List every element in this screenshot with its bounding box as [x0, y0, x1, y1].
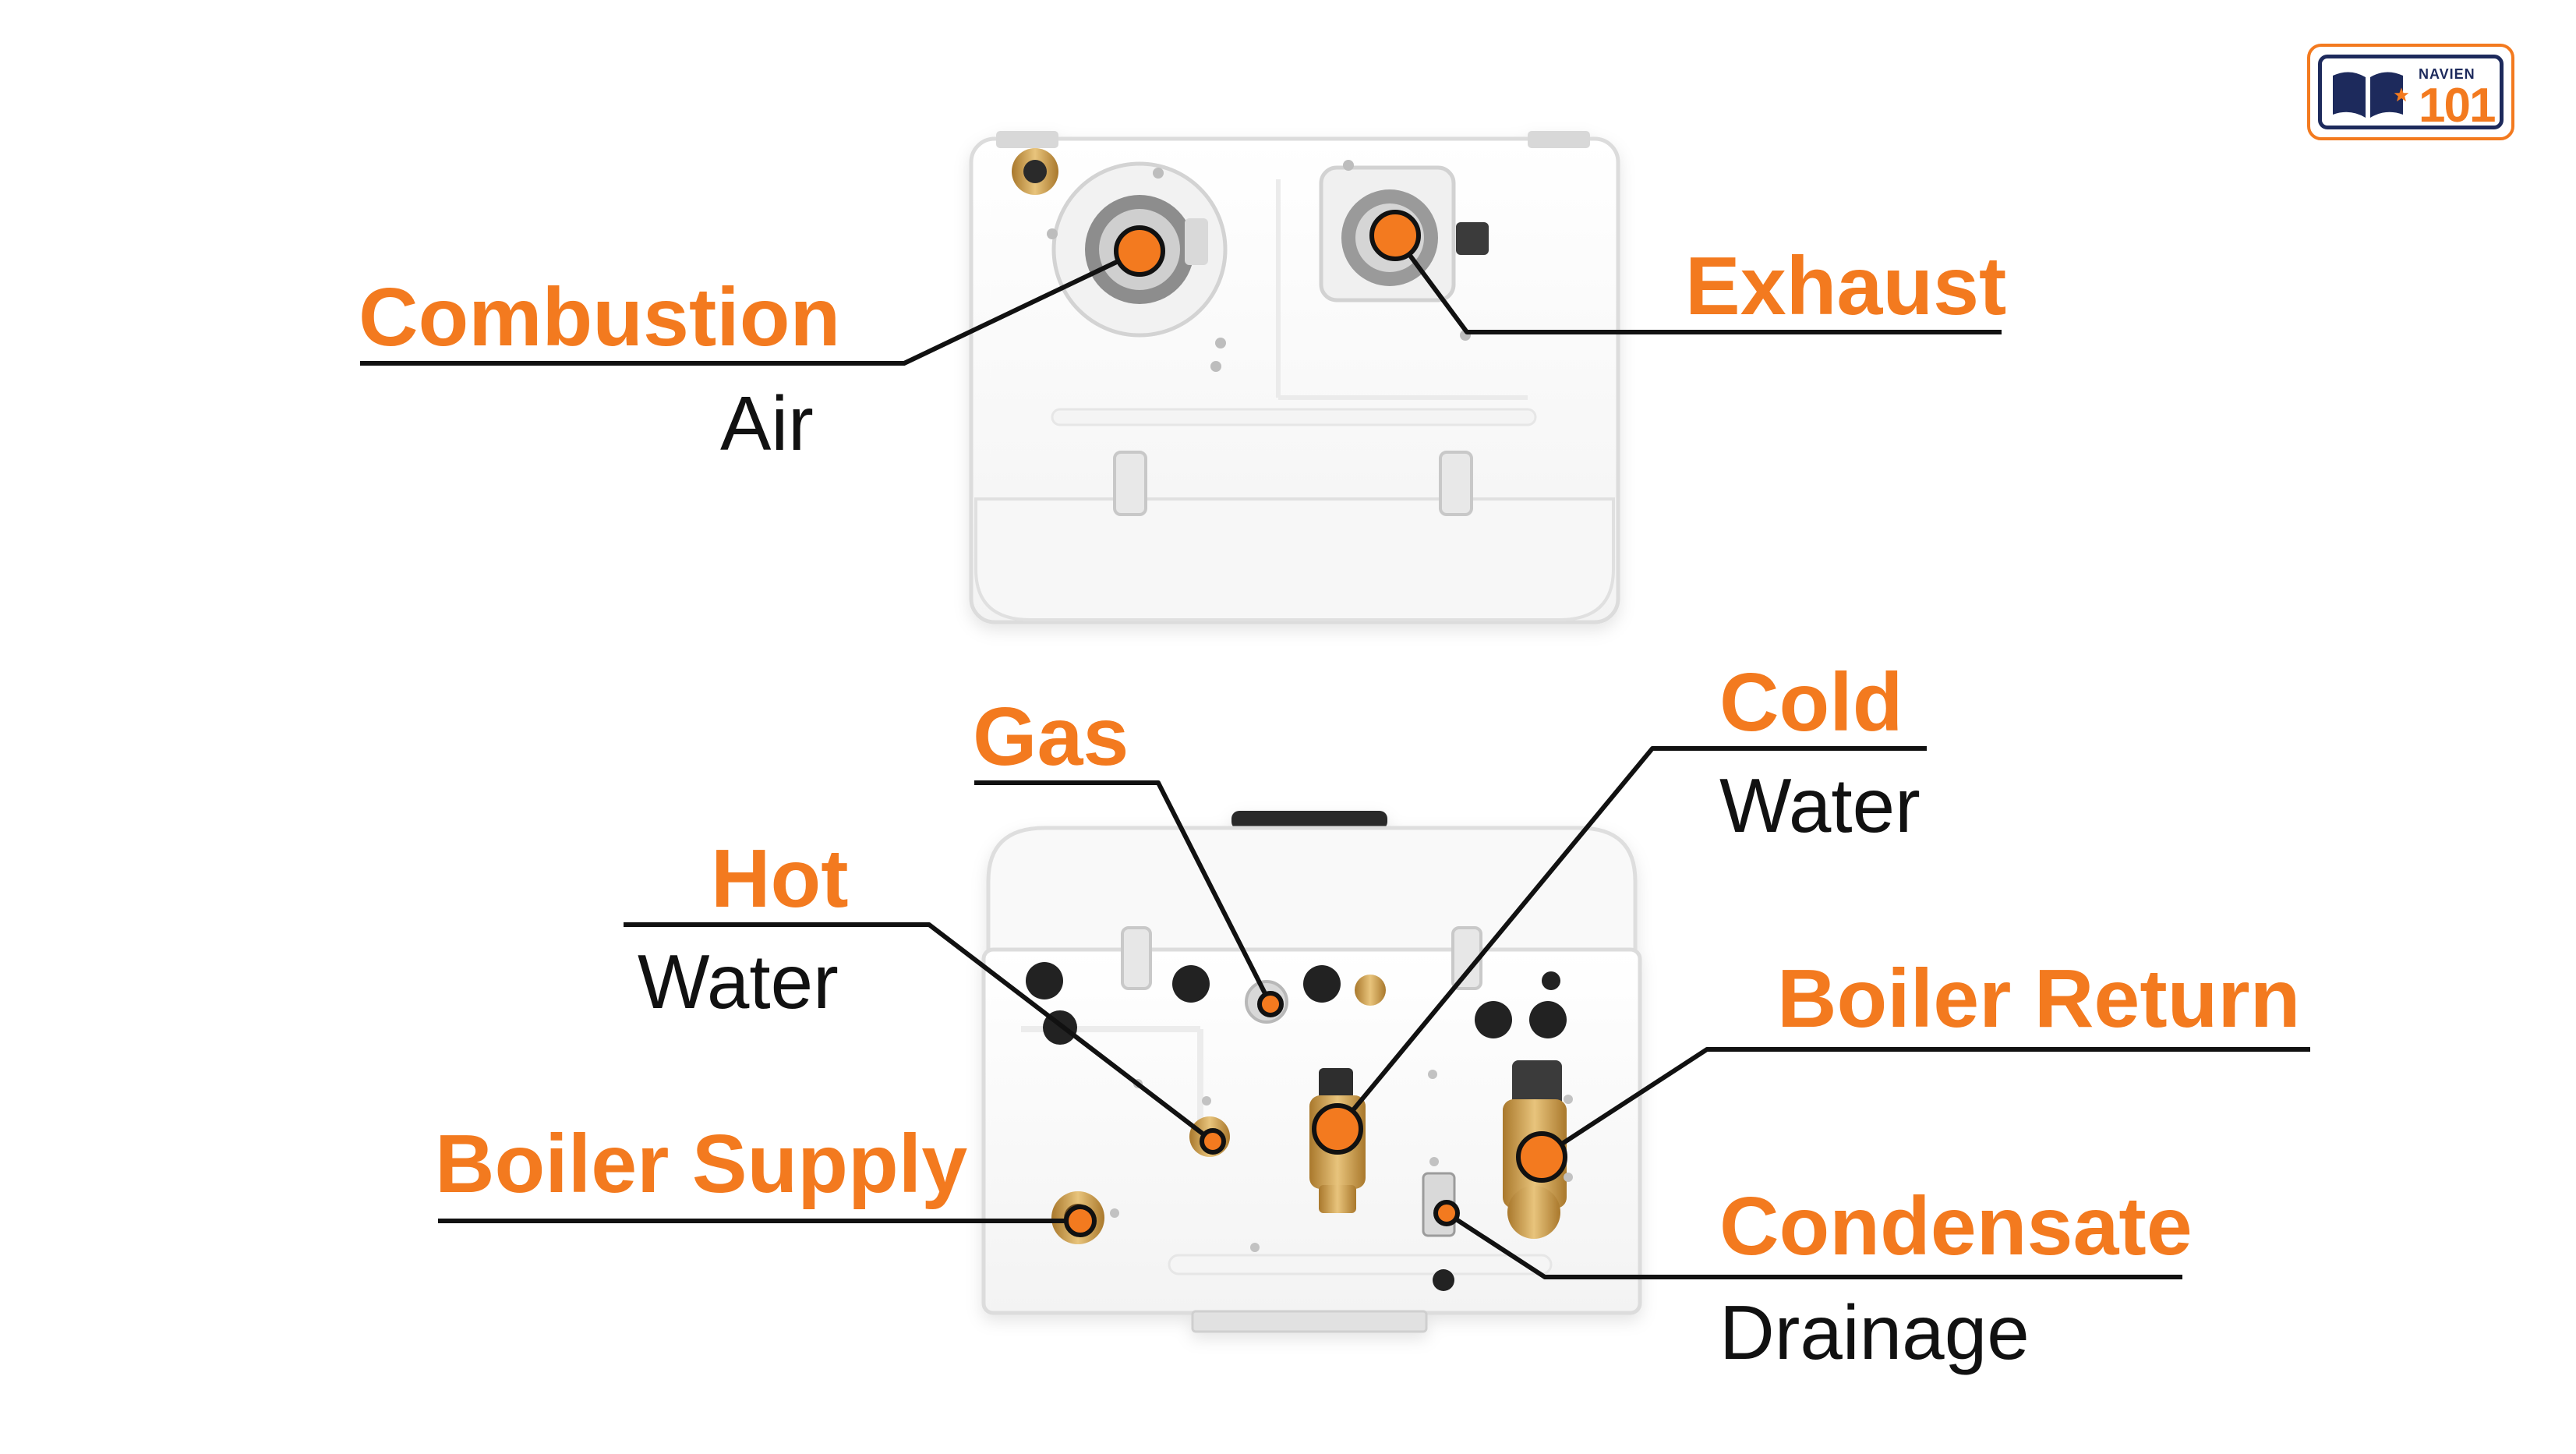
boiler-supply-dot — [1064, 1205, 1097, 1237]
condensate-dot — [1433, 1200, 1460, 1226]
cold-label: Cold — [1719, 656, 1903, 748]
boiler-supply-label: Boiler Supply — [435, 1118, 968, 1210]
exhaust-label: Exhaust — [1685, 240, 2007, 332]
combustion-label: Combustion — [359, 271, 841, 363]
open-book-icon — [2333, 72, 2409, 118]
hot-label: Hot — [711, 833, 849, 925]
combustion-sublabel: Air — [720, 380, 814, 466]
logo-number-text: 101 — [2419, 79, 2496, 133]
gas-leader — [974, 780, 1273, 1006]
exhaust-leader — [1393, 234, 2002, 334]
boiler-return-leader — [1540, 1047, 2310, 1159]
hot-sublabel: Water — [638, 939, 839, 1024]
logo-brand-text: NAVIEN — [2419, 66, 2475, 82]
condensate-sublabel: Drainage — [1719, 1289, 2030, 1375]
condensate-label: Condensate — [1719, 1180, 2193, 1272]
cold-leader — [1335, 746, 1927, 1130]
callout-dots — [1064, 210, 1567, 1237]
condensate-leader — [1445, 1211, 2182, 1279]
combustion-leader — [360, 249, 1141, 366]
combustion-dot — [1114, 225, 1165, 277]
callout-lines — [360, 234, 2310, 1279]
hot-leader — [624, 922, 1214, 1144]
gas-label: Gas — [973, 691, 1129, 783]
exhaust-dot — [1369, 210, 1421, 261]
boiler-return-label: Boiler Return — [1777, 953, 2301, 1045]
bottom-unit — [981, 811, 1642, 1333]
boiler-return-dot — [1516, 1131, 1567, 1183]
cold-sublabel: Water — [1719, 762, 1921, 848]
logo-frame: NAVIEN 101 — [2318, 55, 2504, 133]
hot-dot — [1200, 1128, 1226, 1155]
gas-dot — [1257, 991, 1284, 1017]
navien-101-logo: NAVIEN 101 — [2307, 44, 2514, 140]
top-unit — [969, 131, 1620, 624]
cold-dot — [1312, 1103, 1363, 1155]
